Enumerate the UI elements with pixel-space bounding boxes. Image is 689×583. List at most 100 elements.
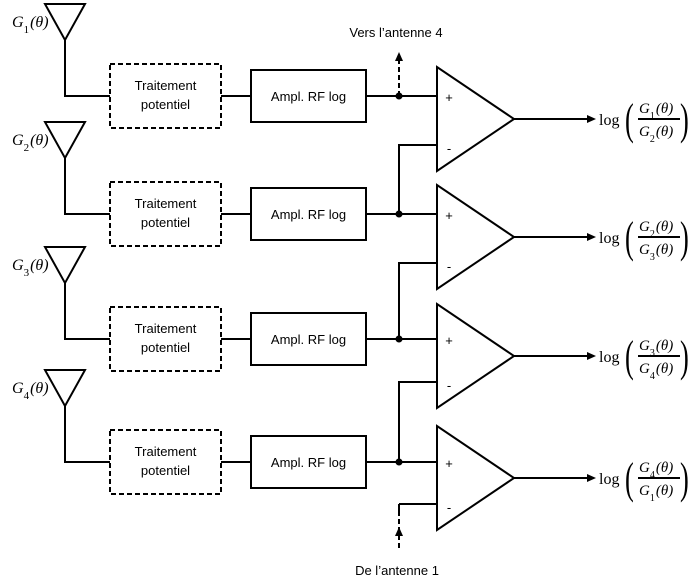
output-log-label: log	[599, 112, 619, 129]
processing-label-line-2: potentiel	[141, 97, 190, 112]
output-numerator-subscript: 3	[650, 348, 655, 359]
antenna-gain-label-subscript: 3	[24, 267, 30, 279]
processing-box	[109, 63, 222, 129]
output-denominator-symbol: G	[639, 361, 650, 377]
output-numerator-argument: (θ)	[656, 219, 673, 235]
rf-log-amplifier-label: Ampl. RF log	[271, 89, 346, 104]
comparator-plus-sign: +	[445, 90, 453, 105]
processing-label-line-1: Traitement	[135, 321, 197, 336]
output-open-paren: (	[625, 213, 634, 262]
output-numerator-subscript: 4	[650, 470, 655, 481]
output-numerator-subscript: 1	[650, 111, 655, 122]
rf-log-amplifier-box	[250, 312, 367, 366]
output-denominator-argument: (θ)	[656, 483, 673, 499]
antenna-feed-line	[64, 283, 110, 340]
output-denominator: G1(θ)	[639, 483, 673, 504]
processing-label-line-1: Traitement	[135, 196, 197, 211]
processing-box	[109, 306, 222, 372]
antenna-gain-label: G4(θ)	[12, 380, 49, 402]
output-log-label: log	[599, 230, 619, 247]
output-numerator-argument: (θ)	[656, 338, 673, 354]
output-open-paren: (	[625, 95, 634, 144]
output-close-paren: )	[680, 95, 689, 144]
output-close-paren: )	[680, 332, 689, 381]
output-arrow-icon	[587, 233, 596, 241]
output-denominator-symbol: G	[639, 124, 650, 140]
output-denominator-subscript: 1	[650, 493, 655, 504]
antenna-gain-label-symbol: G	[12, 380, 24, 397]
antenna-triangle-icon	[43, 246, 87, 286]
antenna-triangle-icon	[43, 369, 87, 409]
minus-input-feed-line	[398, 262, 437, 339]
processing-label-line-1: Traitement	[135, 78, 197, 93]
output-numerator: G1(θ)	[639, 101, 673, 122]
antenna-gain-label: G1(θ)	[12, 14, 49, 36]
antenna-feed-line	[64, 158, 110, 215]
antenna-feed-line	[64, 406, 110, 463]
output-numerator: G3(θ)	[639, 338, 673, 359]
antenna-feed-line	[64, 40, 110, 97]
output-arrow-icon	[587, 474, 596, 482]
processing-box	[109, 181, 222, 247]
antenna-triangle-icon	[43, 121, 87, 161]
output-arrow-icon	[587, 115, 596, 123]
antenna-gain-label-symbol: G	[12, 14, 24, 31]
output-denominator-argument: (θ)	[656, 124, 673, 140]
to-antenna-4-arrow-icon	[395, 52, 403, 61]
minus-input-feed-line	[398, 381, 437, 462]
antenna-triangle-icon	[43, 3, 87, 43]
processing-label-line-2: potentiel	[141, 463, 190, 478]
output-numerator-symbol: G	[639, 219, 650, 235]
antenna-gain-label-subscript: 1	[24, 24, 30, 36]
output-open-paren: (	[625, 454, 634, 503]
output-denominator: G4(θ)	[639, 361, 673, 382]
output-denominator-symbol: G	[639, 242, 650, 258]
output-open-paren: (	[625, 332, 634, 381]
rf-log-amplifier-label: Ampl. RF log	[271, 455, 346, 470]
comparator-triangle	[436, 183, 516, 291]
comparator-triangle	[436, 65, 516, 173]
antenna-gain-label-symbol: G	[12, 132, 24, 149]
antenna-gain-label-subscript: 2	[24, 142, 30, 154]
processing-label-line-1: Traitement	[135, 444, 197, 459]
output-denominator: G3(θ)	[639, 242, 673, 263]
output-arrow-icon	[587, 352, 596, 360]
output-numerator: G2(θ)	[639, 219, 673, 240]
output-denominator-argument: (θ)	[656, 361, 673, 377]
antenna-gain-label-argument: (θ)	[30, 380, 49, 397]
output-close-paren: )	[680, 454, 689, 503]
output-denominator-argument: (θ)	[656, 242, 673, 258]
to-antenna-4-label: Vers l’antenne 4	[349, 25, 442, 40]
processing-label-line-2: potentiel	[141, 215, 190, 230]
comparator-minus-sign: -	[447, 141, 451, 156]
antenna-gain-label-argument: (θ)	[30, 257, 49, 274]
output-numerator-symbol: G	[639, 101, 650, 117]
output-numerator-argument: (θ)	[656, 101, 673, 117]
antenna-gain-label: G3(θ)	[12, 257, 49, 279]
from-antenna-1-arrow-icon	[395, 527, 403, 536]
comparator-minus-sign: -	[447, 500, 451, 515]
comparator-triangle	[436, 302, 516, 410]
output-log-label: log	[599, 471, 619, 488]
comparator-triangle	[436, 424, 516, 532]
processing-label-line-2: potentiel	[141, 340, 190, 355]
from-antenna-1-label: De l’antenne 1	[355, 563, 439, 578]
output-denominator-symbol: G	[639, 483, 650, 499]
output-denominator-subscript: 3	[650, 252, 655, 263]
output-log-label: log	[599, 349, 619, 366]
comparator-plus-sign: +	[445, 456, 453, 471]
antenna-gain-label-argument: (θ)	[30, 14, 49, 31]
antenna-gain-label-argument: (θ)	[30, 132, 49, 149]
antenna-gain-label-subscript: 4	[24, 390, 30, 402]
comparator-plus-sign: +	[445, 208, 453, 223]
output-numerator-symbol: G	[639, 460, 650, 476]
output-denominator-subscript: 2	[650, 134, 655, 145]
output-numerator-argument: (θ)	[656, 460, 673, 476]
output-numerator: G4(θ)	[639, 460, 673, 481]
rf-log-amplifier-box	[250, 187, 367, 241]
output-denominator-subscript: 4	[650, 371, 655, 382]
comparator-plus-sign: +	[445, 333, 453, 348]
minus-input-feed-line	[398, 144, 437, 214]
